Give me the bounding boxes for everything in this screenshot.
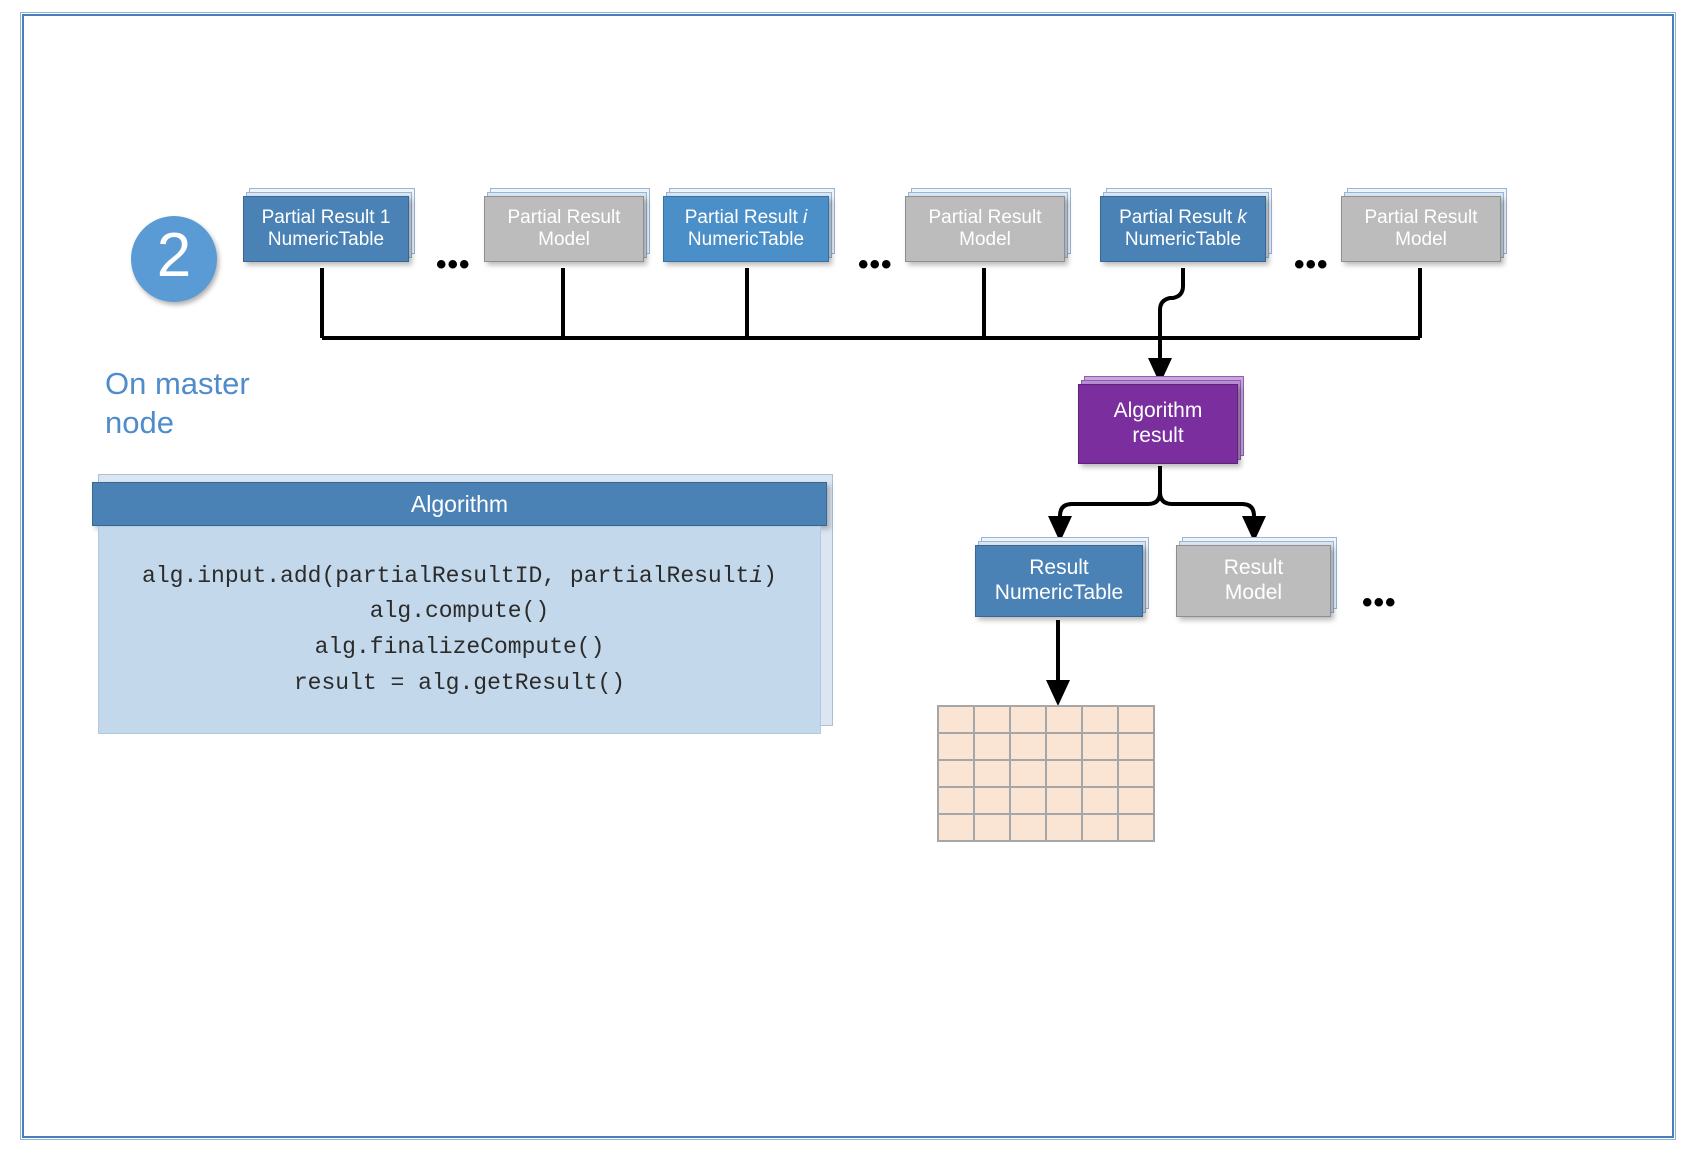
box-face: Partial Result Model — [905, 196, 1065, 262]
grid-cell — [975, 761, 1011, 788]
result-model-box[interactable]: Result Model — [1176, 537, 1337, 617]
grid-cell — [1047, 707, 1083, 734]
partial-result-box-1[interactable]: Partial Result 1 NumericTable — [243, 188, 415, 262]
grid-cell — [1083, 815, 1119, 842]
algorithm-panel: Algorithm alg.input.add(partialResultID,… — [92, 474, 833, 734]
partial-result-box-5[interactable]: Partial Result k NumericTable — [1100, 188, 1272, 262]
grid-cell — [1011, 734, 1047, 761]
grid-cell — [1011, 815, 1047, 842]
code-line-2: alg.compute() — [369, 598, 550, 625]
grid-cell — [1011, 761, 1047, 788]
grid-cell — [939, 815, 975, 842]
result-numerictable-grid — [937, 705, 1155, 842]
grid-cell — [975, 788, 1011, 815]
box-title-line: Partial Result — [507, 206, 621, 228]
grid-cell — [1083, 761, 1119, 788]
algorithm-header-label: Algorithm — [410, 490, 509, 517]
grid-cell — [1083, 788, 1119, 815]
grid-cell — [1011, 707, 1047, 734]
result-line-2: Model — [1224, 581, 1283, 604]
caption-line-1: On master — [105, 366, 250, 401]
grid-cell — [1119, 788, 1155, 815]
partial-result-box-6[interactable]: Partial Result Model — [1341, 188, 1507, 262]
box-subtitle-line: Model — [959, 229, 1011, 250]
code-line-1: alg.input.add(partialResultID, partialRe… — [142, 562, 777, 589]
partial-result-box-4[interactable]: Partial Result Model — [905, 188, 1071, 262]
box-face: Partial Result i NumericTable — [663, 196, 829, 262]
grid-cell — [939, 788, 975, 815]
box-subtitle-line: NumericTable — [267, 229, 385, 250]
algorithm-panel-header: Algorithm — [92, 482, 827, 526]
grid-cell — [939, 707, 975, 734]
box-title-line: Partial Result — [1364, 206, 1478, 228]
box-subtitle-line: NumericTable — [1124, 229, 1242, 250]
grid-cell — [1047, 761, 1083, 788]
grid-cell — [939, 761, 975, 788]
algorithm-code-block: alg.input.add(partialResultID, partialRe… — [98, 526, 821, 734]
box-title-line: Partial Result i — [684, 206, 808, 228]
algorithm-result-line-1: Algorithm — [1113, 399, 1203, 423]
code-line-3: alg.finalizeCompute() — [314, 634, 605, 660]
box-face: Partial Result k NumericTable — [1100, 196, 1266, 262]
code-line-4: result = alg.getResult() — [293, 669, 626, 696]
box-face: Result NumericTable — [975, 545, 1143, 617]
box-face: Algorithm result — [1078, 384, 1238, 464]
grid-cell — [1047, 734, 1083, 761]
grid-cell — [1119, 815, 1155, 842]
box-face: Result Model — [1176, 545, 1331, 617]
box-face: Partial Result Model — [484, 196, 644, 262]
result-line-2: NumericTable — [994, 581, 1124, 604]
step-number-label: 2 — [156, 221, 192, 290]
algorithm-result-box[interactable]: Algorithm result — [1078, 376, 1244, 464]
grid-cell — [1011, 788, 1047, 815]
grid-cell — [1047, 815, 1083, 842]
ellipsis-results: ••• — [1362, 586, 1397, 619]
box-face: Partial Result 1 NumericTable — [243, 196, 409, 262]
ellipsis-top-3: ••• — [1294, 248, 1329, 281]
caption-line-2: node — [105, 404, 174, 440]
grid-cell — [1119, 707, 1155, 734]
ellipsis-top-1: ••• — [436, 248, 471, 281]
box-title-line: Partial Result 1 — [261, 206, 391, 228]
grid-cell — [975, 734, 1011, 761]
grid-cell — [1047, 788, 1083, 815]
grid-cell — [939, 734, 975, 761]
result-numerictable-box[interactable]: Result NumericTable — [975, 537, 1149, 617]
step-number-badge: 2 — [131, 216, 217, 302]
box-title-line: Partial Result — [928, 206, 1042, 228]
result-line-1: Result — [1223, 556, 1284, 580]
box-subtitle-line: Model — [538, 229, 590, 250]
grid-cell — [1119, 734, 1155, 761]
grid-cell — [975, 815, 1011, 842]
ellipsis-top-2: ••• — [858, 248, 893, 281]
on-master-node-caption: On master node — [105, 365, 250, 443]
partial-result-box-2[interactable]: Partial Result Model — [484, 188, 650, 262]
result-line-1: Result — [1029, 556, 1089, 580]
grid-cell — [1083, 734, 1119, 761]
box-title-line: Partial Result k — [1119, 206, 1247, 228]
box-subtitle-line: Model — [1395, 229, 1447, 250]
partial-result-box-3[interactable]: Partial Result i NumericTable — [663, 188, 835, 262]
grid-cell — [1119, 761, 1155, 788]
grid-cell — [975, 707, 1011, 734]
box-subtitle-line: NumericTable — [687, 229, 805, 250]
algorithm-result-line-2: result — [1132, 424, 1184, 447]
grid-cell — [1083, 707, 1119, 734]
box-face: Partial Result Model — [1341, 196, 1501, 262]
